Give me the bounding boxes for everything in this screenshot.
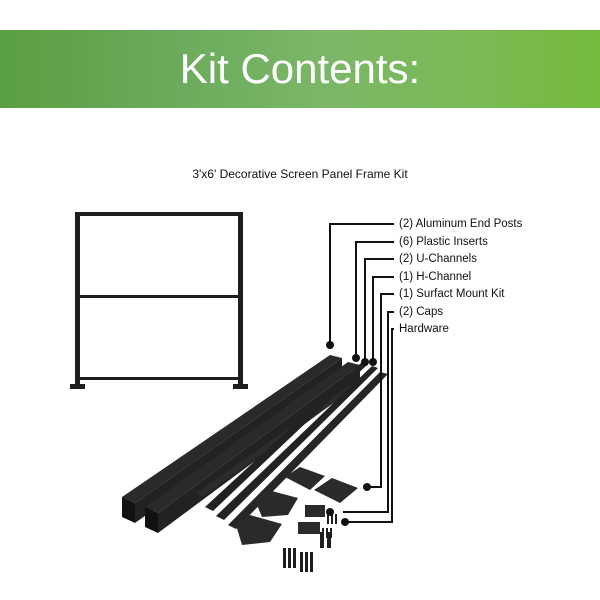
banner-title: Kit Contents: xyxy=(179,45,421,92)
kit-item-caps: (2) Caps xyxy=(399,306,444,318)
kit-item-hardware: Hardware xyxy=(399,323,449,335)
kit-item-h-channel: (1) H-Channel xyxy=(399,271,472,283)
mount-kit-drawing xyxy=(236,467,358,572)
kit-item-u-channels: (2) U-Channels xyxy=(399,253,477,265)
kit-item-end-posts: (2) Aluminum End Posts xyxy=(399,218,523,230)
kit-item-plastic-inserts: (6) Plastic Inserts xyxy=(399,236,488,248)
kit-item-surface-mount-kit: (1) Surfact Mount Kit xyxy=(399,288,505,300)
channels-and-posts-drawing xyxy=(122,355,388,533)
product-title: 3'x6' Decorative Screen Panel Frame Kit xyxy=(192,167,408,181)
kit-contents-banner: Kit Contents: xyxy=(0,30,600,108)
leader-lines xyxy=(329,223,394,523)
assembled-frame-drawing xyxy=(70,212,248,389)
leader-dots xyxy=(326,341,377,526)
